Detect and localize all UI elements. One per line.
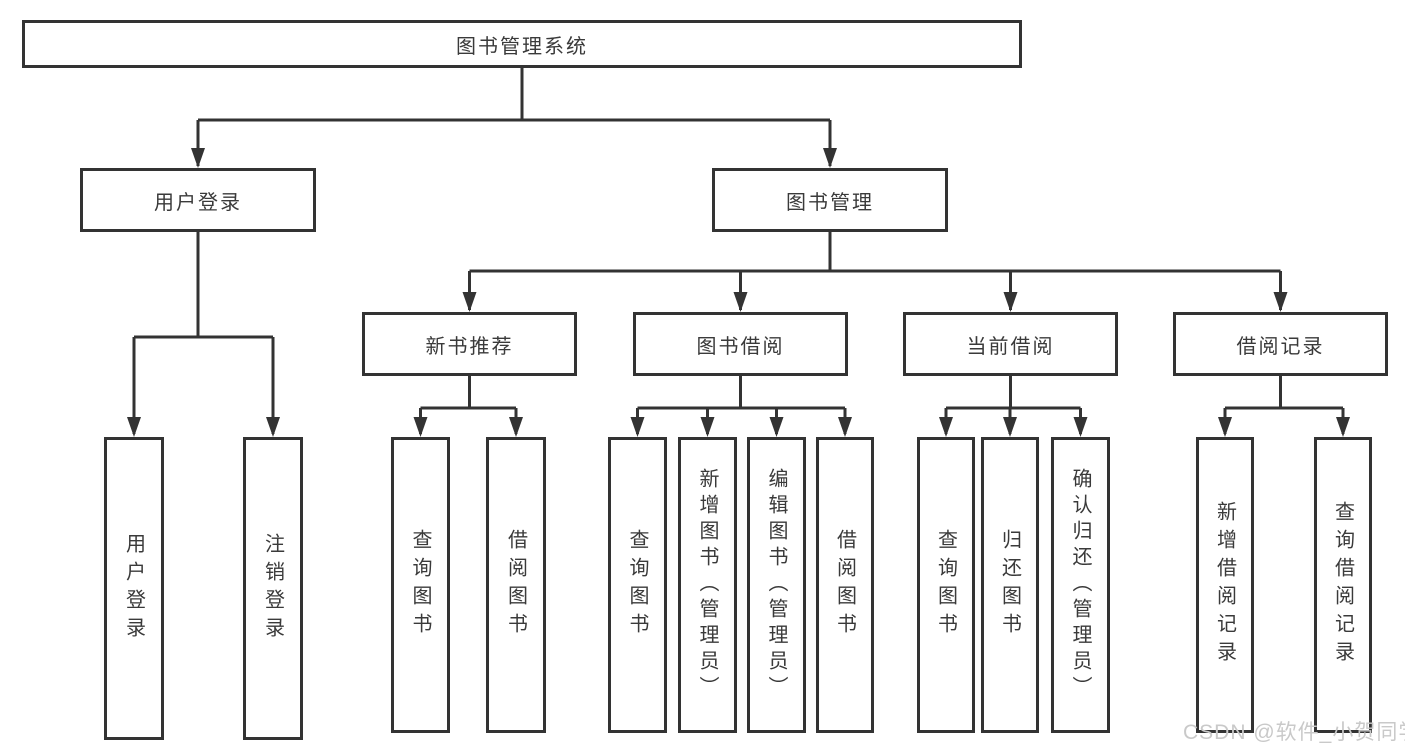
leaf-confirm-return-admin-label: 确认归还（管理员） xyxy=(1069,468,1091,702)
leaf-query-books-current: 查询图书 xyxy=(917,437,975,733)
leaf-query-books-recommend-label: 查询图书 xyxy=(409,529,431,641)
leaf-logout-label: 注销登录 xyxy=(261,532,284,645)
node-current-borrow-label: 当前借阅 xyxy=(966,335,1055,358)
node-new-book-recommend: 新书推荐 xyxy=(362,312,577,376)
leaf-query-books-current-label: 查询图书 xyxy=(934,529,957,641)
node-library-system-label: 图书管理系统 xyxy=(456,35,588,58)
leaf-confirm-return-admin: 确认归还（管理员） xyxy=(1051,437,1110,733)
node-library-system: 图书管理系统 xyxy=(22,20,1022,68)
leaf-borrow-books-recommend: 借阅图书 xyxy=(486,437,546,733)
node-new-book-recommend-label: 新书推荐 xyxy=(425,335,514,358)
arrowheads xyxy=(127,148,1350,437)
leaf-query-books-borrow: 查询图书 xyxy=(608,437,667,733)
leaf-query-books-recommend: 查询图书 xyxy=(391,437,450,733)
leaf-borrow-books: 借阅图书 xyxy=(816,437,874,733)
leaf-return-book-label: 归还图书 xyxy=(998,529,1021,641)
node-user-login-label: 用户登录 xyxy=(154,191,242,214)
leaf-borrow-books-label: 借阅图书 xyxy=(833,529,856,641)
node-borrow-records: 借阅记录 xyxy=(1173,312,1388,376)
leaf-add-book-admin: 新增图书（管理员） xyxy=(678,437,737,733)
leaf-edit-book-admin: 编辑图书（管理员） xyxy=(747,437,806,733)
node-book-borrow-label: 图书借阅 xyxy=(696,335,785,358)
leaf-query-borrow-record: 查询借阅记录 xyxy=(1314,437,1372,733)
leaf-return-book: 归还图书 xyxy=(981,437,1039,733)
node-current-borrow: 当前借阅 xyxy=(903,312,1118,376)
node-book-management-label: 图书管理 xyxy=(786,191,874,214)
leaf-query-borrow-record-label: 查询借阅记录 xyxy=(1331,501,1354,669)
leaf-user-login-label: 用户登录 xyxy=(122,532,145,645)
leaf-logout: 注销登录 xyxy=(243,437,303,740)
leaf-borrow-books-recommend-label: 借阅图书 xyxy=(504,529,527,641)
node-book-management: 图书管理 xyxy=(712,168,948,232)
node-book-borrow: 图书借阅 xyxy=(633,312,848,376)
leaf-user-login: 用户登录 xyxy=(104,437,164,740)
leaf-query-books-borrow-label: 查询图书 xyxy=(626,529,648,641)
leaf-add-borrow-record-label: 新增借阅记录 xyxy=(1213,501,1236,669)
leaf-edit-book-admin-label: 编辑图书（管理员） xyxy=(765,468,787,702)
leaf-add-book-admin-label: 新增图书（管理员） xyxy=(696,468,718,702)
node-borrow-records-label: 借阅记录 xyxy=(1236,335,1325,358)
node-user-login-branch: 用户登录 xyxy=(80,168,316,232)
leaf-add-borrow-record: 新增借阅记录 xyxy=(1196,437,1254,733)
csdn-watermark: CSDN @软件_小贺同学 xyxy=(1183,721,1405,744)
